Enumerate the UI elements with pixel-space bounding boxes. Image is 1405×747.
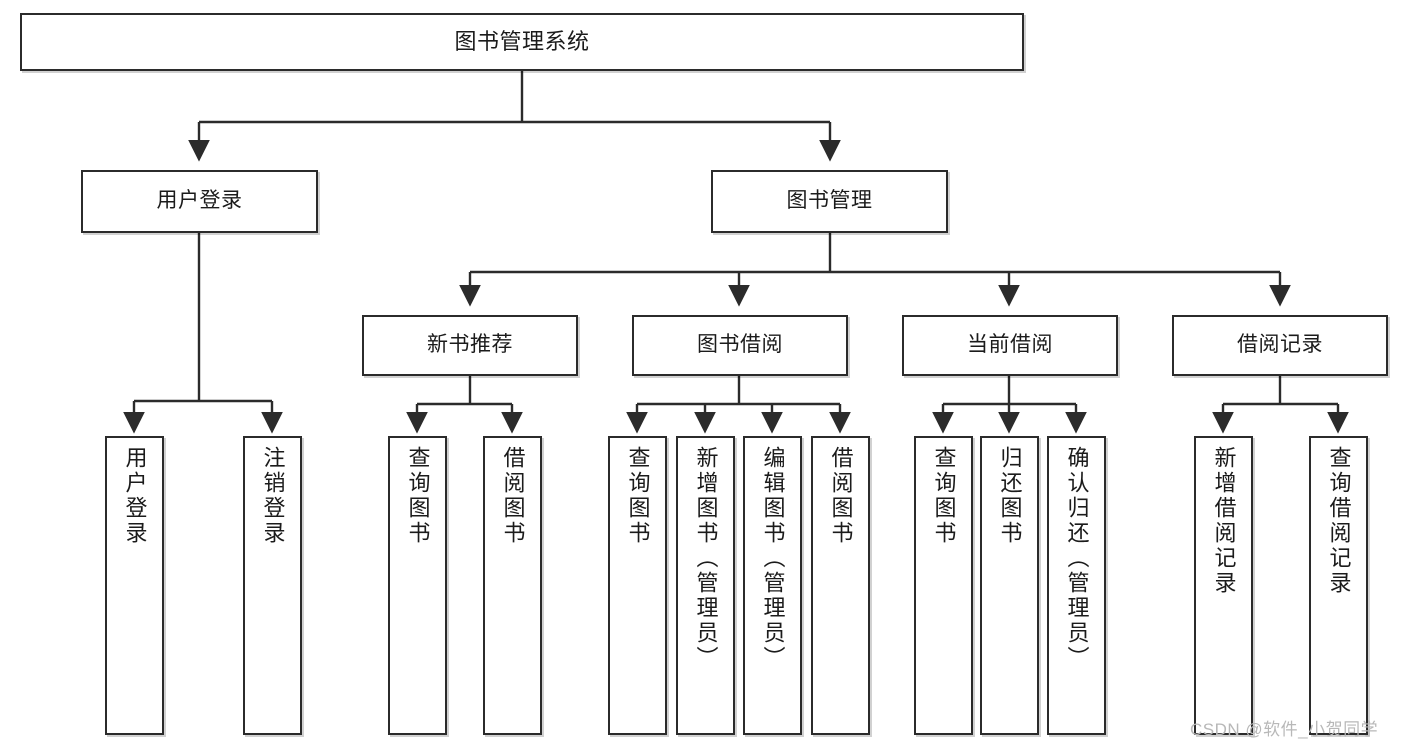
leaf-borrow-borrow-book[interactable]: 借阅图书 [811,436,870,735]
leaf-label: 新增图书（管理员） [693,446,719,671]
leaf-label: 借阅图书 [500,446,526,546]
node-book-borrow[interactable]: 图书借阅 [632,315,848,376]
node-user-login[interactable]: 用户登录 [81,170,318,233]
node-book-borrow-label: 图书借阅 [697,333,783,357]
node-root-label: 图书管理系统 [454,29,590,55]
leaf-record-add-record[interactable]: 新增借阅记录 [1194,436,1253,735]
leaf-recommend-borrow-book[interactable]: 借阅图书 [483,436,542,735]
leaf-label: 归还图书 [997,446,1023,546]
node-root[interactable]: 图书管理系统 [20,13,1024,71]
leaf-borrow-query-book[interactable]: 查询图书 [608,436,667,735]
node-current-borrow-label: 当前借阅 [967,333,1053,357]
leaf-label: 用户登录 [122,446,148,546]
node-borrow-record[interactable]: 借阅记录 [1172,315,1388,376]
node-book-management-label: 图书管理 [786,189,873,213]
node-new-book-recommend[interactable]: 新书推荐 [362,315,578,376]
leaf-current-query-book[interactable]: 查询图书 [914,436,973,735]
leaf-label: 编辑图书（管理员） [760,446,786,671]
leaf-label: 查询图书 [625,446,651,546]
node-borrow-record-label: 借阅记录 [1237,333,1323,357]
leaf-label: 借阅图书 [828,446,854,546]
leaf-borrow-edit-book-admin[interactable]: 编辑图书（管理员） [743,436,802,735]
node-current-borrow[interactable]: 当前借阅 [902,315,1118,376]
leaf-label: 注销登录 [260,446,286,546]
csdn-watermark: CSDN @软件_小贺同学 [1190,720,1379,739]
leaf-user-login-login[interactable]: 用户登录 [105,436,164,735]
leaf-current-confirm-return-admin[interactable]: 确认归还（管理员） [1047,436,1106,735]
node-user-login-label: 用户登录 [156,189,243,213]
leaf-label: 确认归还（管理员） [1064,446,1090,671]
node-book-management[interactable]: 图书管理 [711,170,948,233]
leaf-current-return-book[interactable]: 归还图书 [980,436,1039,735]
leaf-label: 新增借阅记录 [1211,446,1237,596]
leaf-label: 查询图书 [931,446,957,546]
leaf-borrow-add-book-admin[interactable]: 新增图书（管理员） [676,436,735,735]
node-new-book-recommend-label: 新书推荐 [427,333,513,357]
leaf-record-query-record[interactable]: 查询借阅记录 [1309,436,1368,735]
leaf-user-login-logout[interactable]: 注销登录 [243,436,302,735]
leaf-label: 查询图书 [405,446,431,546]
leaf-recommend-query-book[interactable]: 查询图书 [388,436,447,735]
leaf-label: 查询借阅记录 [1326,446,1352,596]
